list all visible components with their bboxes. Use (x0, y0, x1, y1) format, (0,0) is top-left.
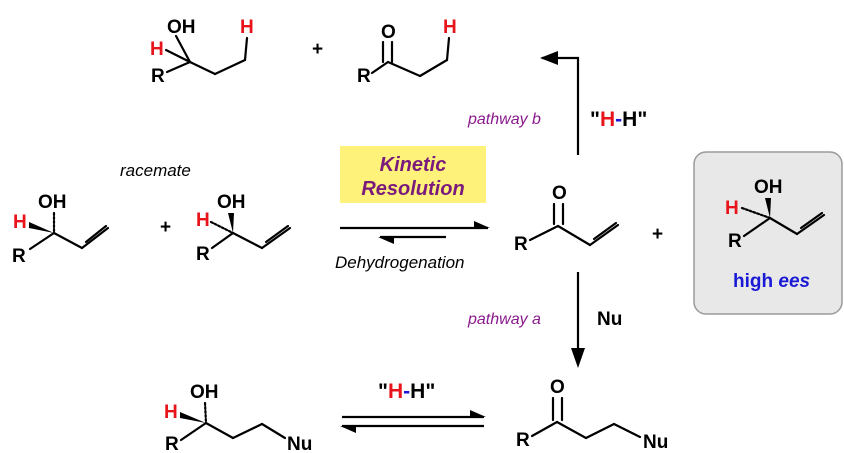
atom-r: R (151, 66, 165, 87)
atom-oh: OH (167, 17, 196, 38)
atom-o: O (552, 183, 567, 204)
atom-r: R (165, 434, 179, 453)
atom-h-red: H (164, 402, 178, 423)
plus-sign-top: + (312, 39, 323, 60)
atom-oh: OH (190, 382, 219, 403)
atom-r: R (516, 430, 530, 451)
atom-h-red: H (196, 210, 210, 231)
allylic-alcohol-enantiomer-1: OH H R (12, 192, 110, 267)
atom-oh: OH (754, 177, 783, 198)
nu-reagent-label: Nu (597, 309, 622, 330)
kinetic-label: Kinetic (380, 154, 447, 176)
atom-r: R (357, 66, 371, 87)
pathway-b-label: pathway b (467, 111, 541, 128)
pathway-a-label: pathway a (467, 311, 541, 328)
enone-product: O R (514, 183, 620, 255)
product-saturated-alcohol: OH H R H (150, 17, 254, 87)
racemate-label: racemate (120, 161, 191, 180)
atom-r: R (12, 246, 26, 267)
atom-h-red-terminal: H (240, 17, 254, 38)
allylic-alcohol-enantiomer-2: OH H R (196, 192, 292, 265)
enantioenriched-alcohol: OH H R (725, 177, 826, 252)
high-ees-label: high ees (733, 271, 810, 292)
atom-r: R (728, 231, 742, 252)
atom-oh: OH (217, 192, 246, 213)
atom-r: R (196, 244, 210, 265)
atom-nu: Nu (643, 432, 668, 453)
hh-top-label: "H-H" (590, 108, 647, 131)
product-saturated-ketone: O R H (357, 17, 457, 87)
atom-h-red-terminal: H (443, 17, 457, 38)
atom-h-red: H (150, 39, 164, 60)
hh-bottom-label: "H-H" (378, 380, 435, 403)
dehydrogenation-label: Dehydrogenation (335, 253, 464, 272)
plus-sign-enone: + (652, 224, 663, 245)
atom-h-red: H (13, 212, 27, 233)
resolution-label: Resolution (361, 178, 464, 200)
atom-r: R (514, 234, 528, 255)
kinetic-resolution-highlight (340, 146, 486, 203)
atom-o: O (550, 377, 565, 398)
atom-h-red: H (725, 198, 739, 219)
atom-oh: OH (38, 192, 67, 213)
atom-nu: Nu (287, 434, 312, 453)
plus-sign-racemate: + (160, 217, 171, 238)
atom-o: O (381, 22, 396, 43)
high-ees-box (693, 151, 843, 315)
product-nu-alcohol: OH H R Nu (164, 382, 312, 453)
product-nu-ketone: O R Nu (516, 377, 668, 453)
